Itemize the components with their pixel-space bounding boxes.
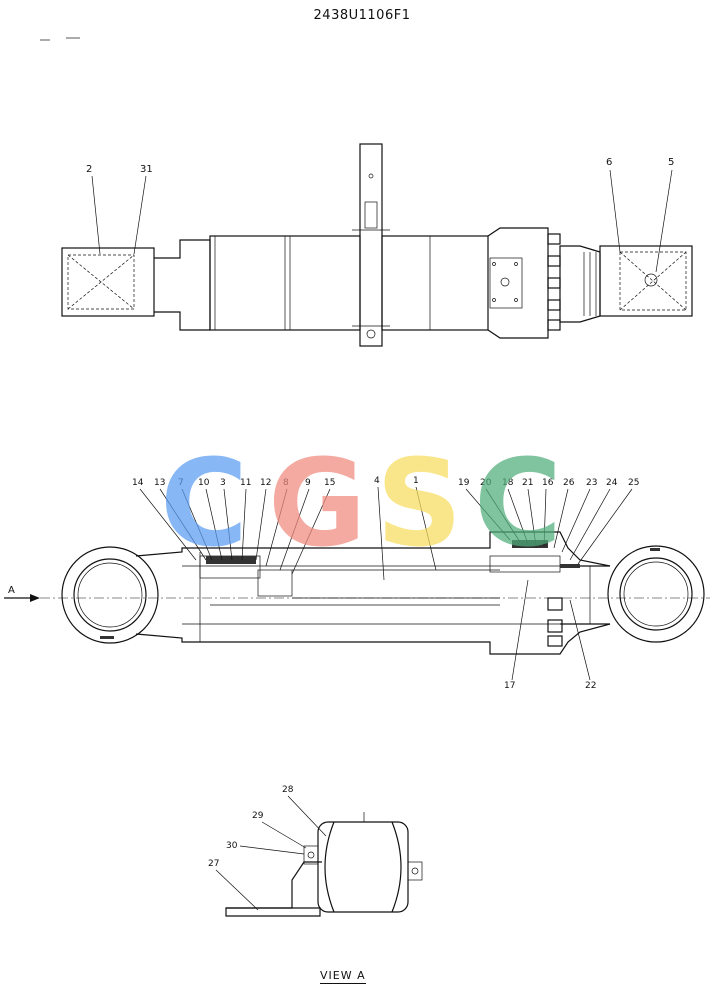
callout-6: 6 bbox=[606, 157, 612, 168]
watermark-letter-s: S bbox=[376, 435, 462, 574]
callout-21: 21 bbox=[522, 478, 533, 488]
callout-8: 8 bbox=[283, 478, 289, 488]
callout-2: 2 bbox=[86, 164, 92, 175]
callout-26: 26 bbox=[563, 478, 575, 488]
view-a-arrow: A bbox=[4, 585, 40, 602]
section-view-callouts: 14 13 7 10 3 11 12 8 9 15 4 1 19 20 18 2… bbox=[132, 476, 639, 691]
watermark-letter-c1: C bbox=[160, 435, 248, 574]
callout-28: 28 bbox=[282, 785, 294, 795]
top-view-cylinder bbox=[61, 143, 693, 347]
callout-23: 23 bbox=[586, 478, 597, 488]
callout-1: 1 bbox=[413, 476, 419, 486]
cgsc-watermark: C G S C bbox=[160, 435, 562, 574]
callout-15: 15 bbox=[324, 478, 335, 488]
callout-24: 24 bbox=[606, 478, 618, 488]
callout-5: 5 bbox=[668, 157, 674, 168]
callout-11: 11 bbox=[240, 478, 251, 488]
view-a-callouts: 28 29 30 27 bbox=[208, 785, 327, 911]
top-view-callouts: 2 31 6 5 bbox=[86, 157, 674, 273]
callout-10: 10 bbox=[198, 478, 210, 488]
callout-7: 7 bbox=[178, 478, 184, 488]
callout-16: 16 bbox=[542, 478, 554, 488]
drawing-number: 2438U1106F1 bbox=[313, 8, 411, 23]
callout-31: 31 bbox=[140, 164, 153, 175]
callout-27: 27 bbox=[208, 859, 219, 869]
view-a-drawing bbox=[225, 812, 423, 917]
view-a-caption: VIEW A bbox=[320, 969, 366, 984]
watermark-letter-c2: C bbox=[474, 435, 562, 574]
callout-30: 30 bbox=[226, 841, 238, 851]
callout-13: 13 bbox=[154, 478, 165, 488]
callout-20: 20 bbox=[480, 478, 492, 488]
callout-4: 4 bbox=[374, 476, 380, 486]
section-view-cylinder bbox=[40, 531, 710, 655]
callout-12: 12 bbox=[260, 478, 271, 488]
callout-22: 22 bbox=[585, 681, 596, 691]
callout-9: 9 bbox=[305, 478, 311, 488]
callout-3: 3 bbox=[220, 478, 226, 488]
callout-17: 17 bbox=[504, 681, 515, 691]
callout-19: 19 bbox=[458, 478, 470, 488]
watermark-letter-g: G bbox=[268, 435, 367, 574]
callout-14: 14 bbox=[132, 478, 144, 488]
callout-25: 25 bbox=[628, 478, 639, 488]
arrow-a-label: A bbox=[8, 585, 15, 596]
callout-29: 29 bbox=[252, 811, 264, 821]
callout-18: 18 bbox=[502, 478, 514, 488]
